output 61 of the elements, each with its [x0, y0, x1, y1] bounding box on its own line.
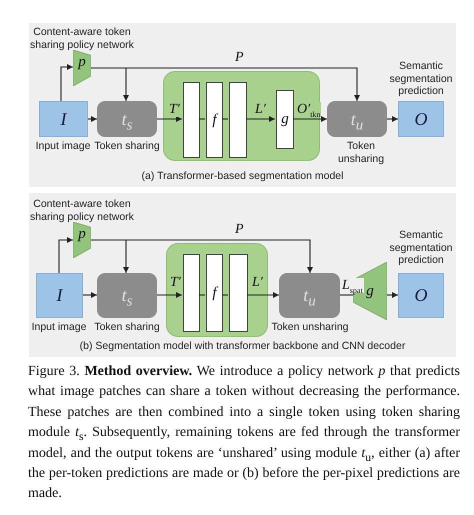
arrow	[387, 292, 398, 298]
figure-caption: Figure 3. Method overview. We introduce a policy network p that predicts what image patches can share a token without decreasing the performance. These patches are then combined into a single token using token sharing module t$_{s}$. Subsequently, remaining tokens are fed through the transformer model, and the output tokens are ‘unshared’ using module t$_{u}$, either (a) after the per-token predictions are made or (b) before the per-pixel predictions are made.	[28, 363, 460, 504]
panel-background	[29, 23, 456, 187]
node-label: t$_{s}$	[122, 108, 132, 130]
image-box	[398, 101, 444, 137]
node-label: O	[414, 108, 428, 130]
transformer-block	[166, 243, 268, 337]
panel-background	[29, 193, 456, 357]
module-box	[279, 273, 340, 318]
node-caption: Content-aware token sharing policy network	[29, 198, 135, 223]
node-label: p	[78, 226, 86, 244]
arrow	[157, 292, 182, 298]
image-box	[36, 273, 83, 318]
node-label: f	[212, 284, 217, 302]
image-box	[39, 101, 88, 137]
module-box	[327, 101, 387, 137]
arrow	[293, 116, 327, 122]
node-label: t$_{s}$	[122, 285, 132, 306]
node-caption: Semantic segmentation prediction	[388, 60, 454, 98]
arrow	[157, 116, 182, 122]
arrow	[60, 64, 73, 101]
node-caption: Token sharing	[93, 321, 161, 334]
node-caption: Semantic segmentation prediction	[388, 229, 454, 266]
layer-bar	[183, 82, 200, 158]
node-label: t$_{u}$	[350, 108, 364, 130]
node-caption: Content-aware token sharing policy network	[29, 26, 135, 51]
node-label: t$_{u}$	[303, 285, 316, 306]
edge-label: L$_{spat}$	[341, 278, 364, 293]
trapezoid-block	[73, 50, 91, 86]
panel-caption: (b) Segmentation model with transformer backbone and CNN decoder	[78, 340, 406, 352]
node-label: g	[281, 111, 289, 128]
edge-label: O′$_{tkn}$	[296, 102, 322, 117]
node-label: p	[78, 54, 86, 72]
arrow	[387, 116, 398, 122]
node-caption: Token unsharing	[336, 140, 386, 165]
arrow	[91, 239, 313, 273]
node-caption: Token unsharing	[270, 321, 350, 334]
arrow	[88, 116, 97, 122]
layer-bar	[276, 90, 294, 149]
layer-bar	[229, 82, 247, 158]
panel-caption: (a) Transformer-based segmentation model	[140, 170, 344, 182]
module-box	[97, 273, 157, 318]
edge-label: T′	[168, 102, 181, 117]
transformer-block	[163, 71, 320, 161]
layer-bar	[206, 254, 223, 332]
arrow	[247, 292, 279, 298]
trapezoid-block	[73, 222, 91, 258]
arrow	[58, 237, 73, 273]
module-box	[97, 101, 157, 137]
layer-bar	[206, 82, 223, 158]
node-label: g	[366, 282, 374, 300]
node-label: O	[414, 285, 428, 306]
node-label: I	[56, 285, 62, 306]
node-label: I	[60, 108, 66, 130]
layer-bar	[229, 254, 248, 332]
arrow	[83, 292, 97, 298]
node-label: f	[212, 112, 217, 128]
arrow	[91, 67, 360, 101]
arrow	[246, 116, 275, 122]
image-box	[398, 273, 444, 318]
layer-bar	[183, 254, 200, 332]
